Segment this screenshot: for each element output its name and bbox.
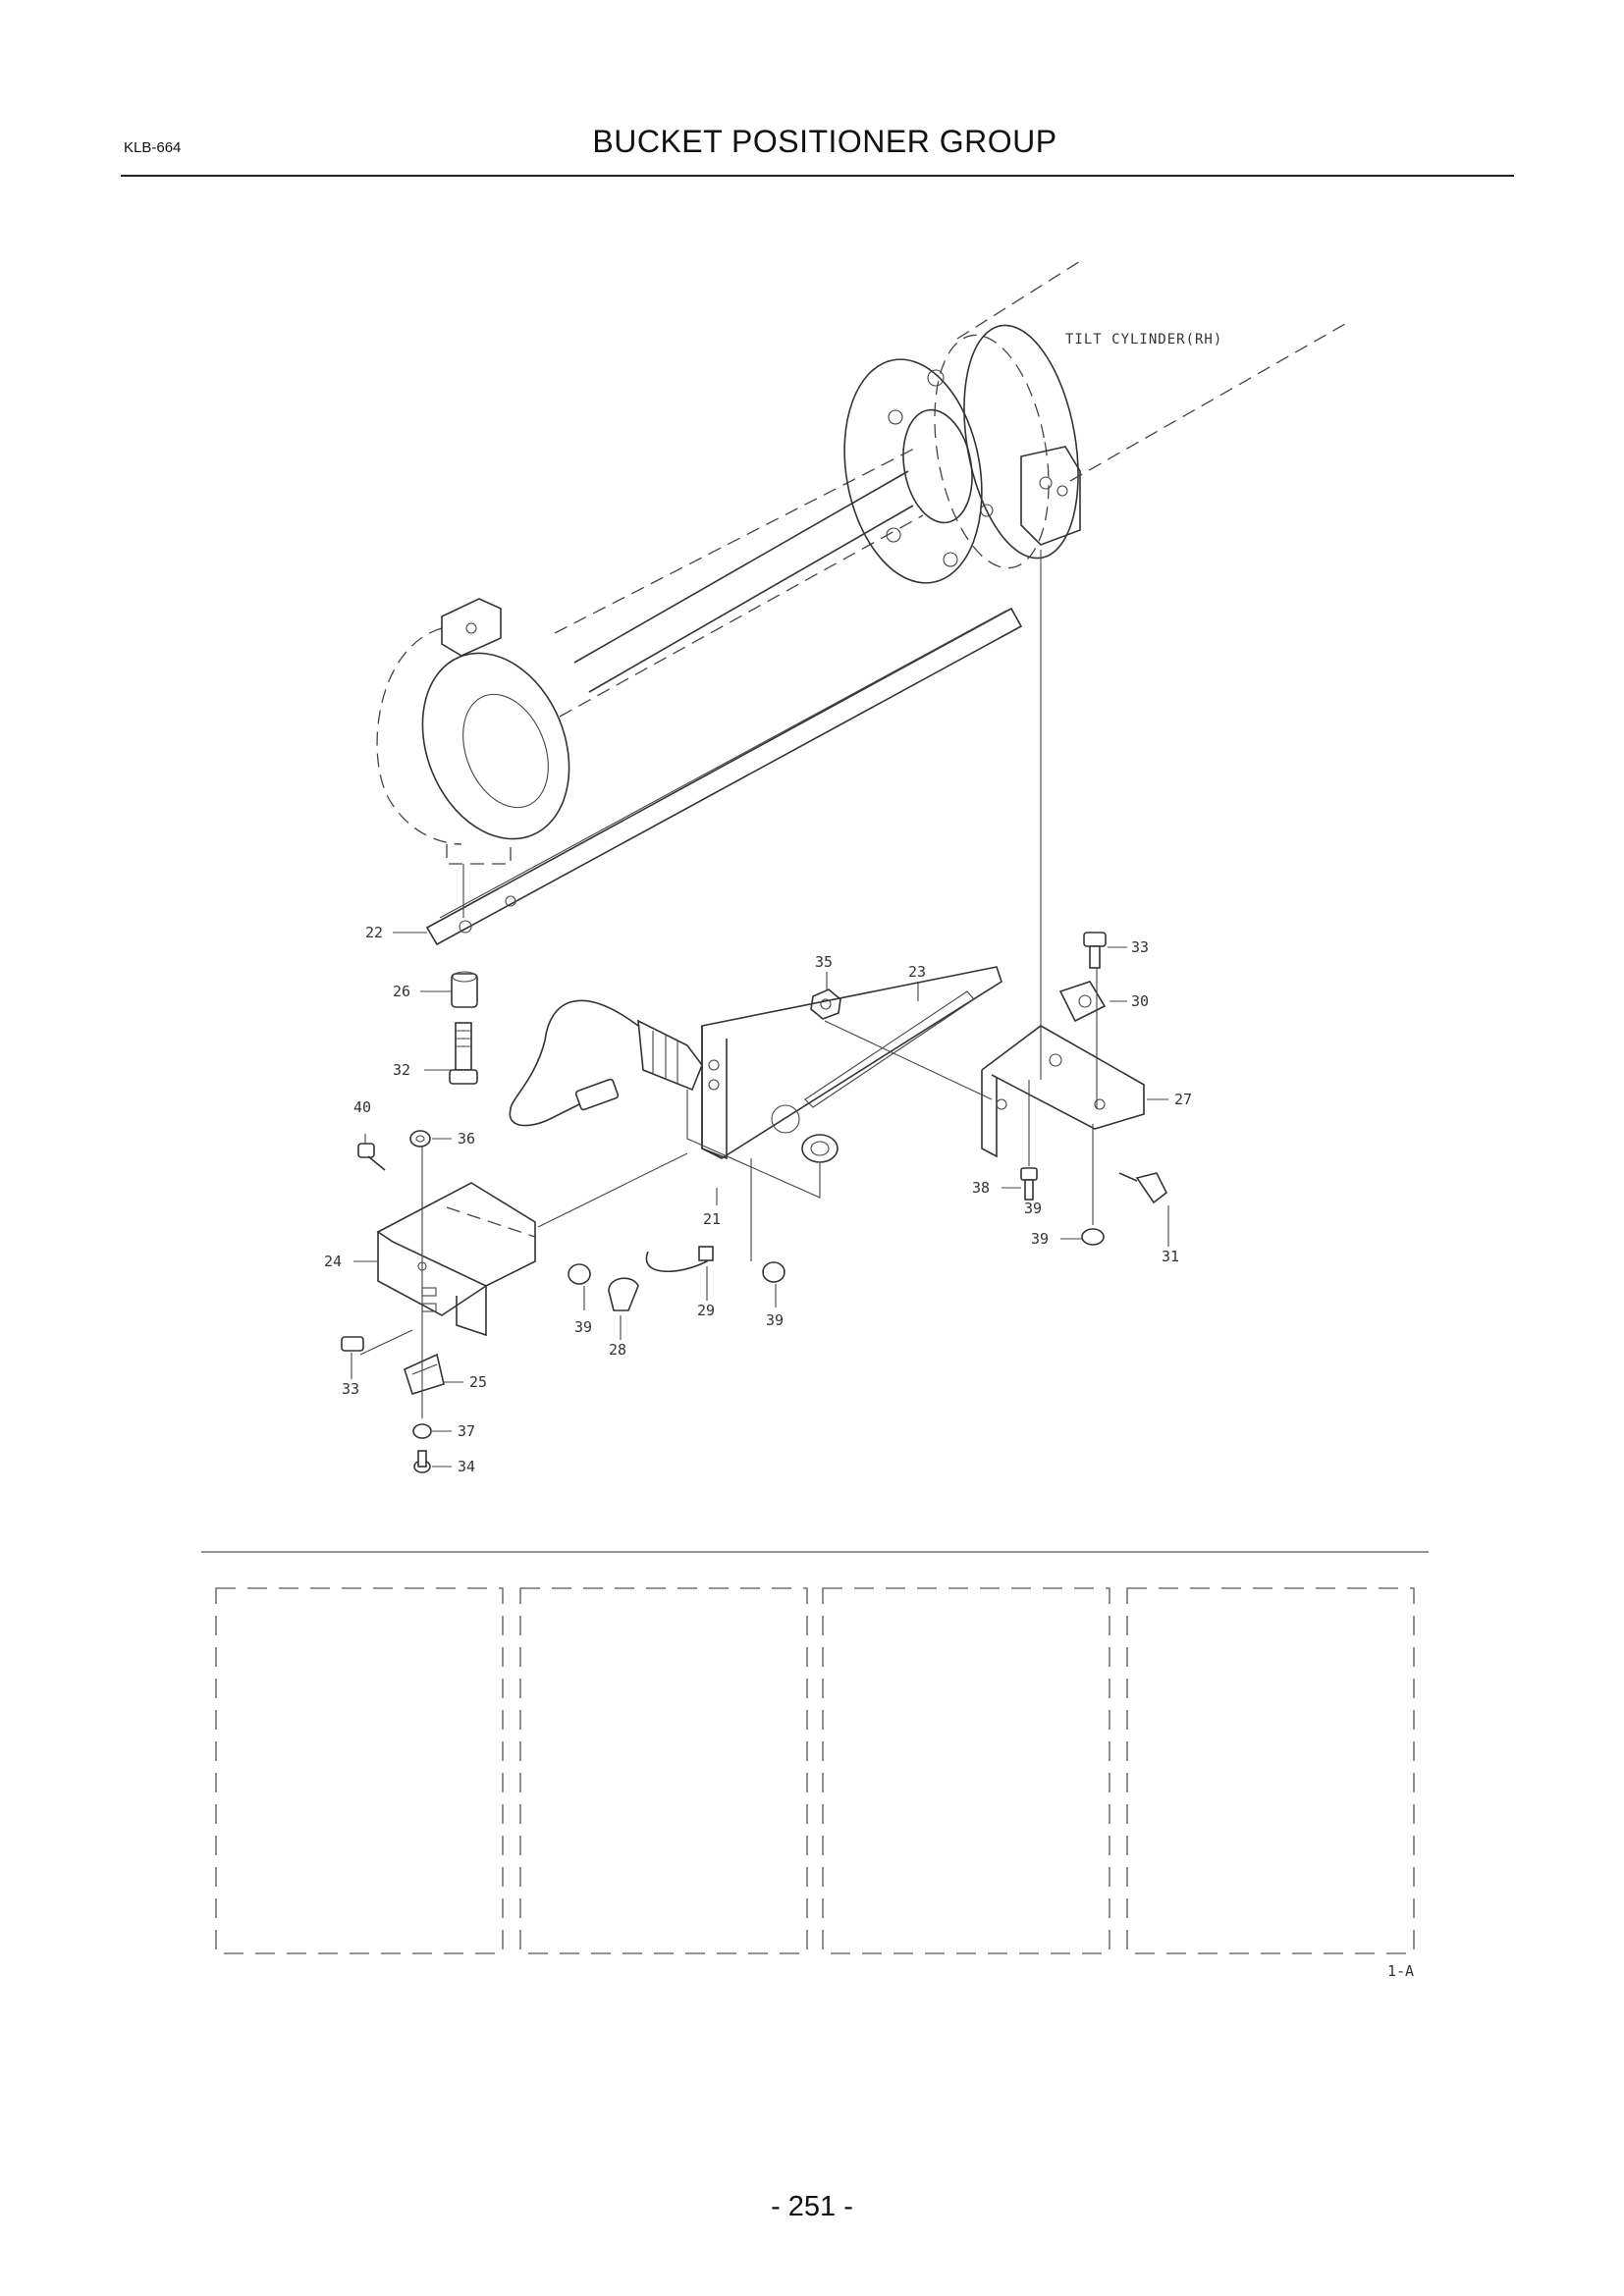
tilt-cylinder — [376, 257, 1346, 1080]
callout-33-lower: 33 — [342, 1380, 359, 1398]
callout-32: 32 — [393, 1061, 410, 1079]
callout-22: 22 — [365, 924, 383, 941]
callout-36: 36 — [458, 1130, 475, 1148]
callout-26: 26 — [393, 983, 410, 1000]
callout-30: 30 — [1131, 992, 1149, 1010]
proximity-sensor — [509, 999, 703, 1127]
part-24-cover — [376, 1152, 688, 1337]
page-number: - 251 - — [771, 2191, 853, 2222]
callout-27: 27 — [1174, 1091, 1192, 1108]
callout-39-right: 39 — [1031, 1230, 1049, 1248]
callout-37: 37 — [458, 1422, 475, 1440]
blank-box-4 — [1126, 1587, 1415, 1954]
callout-21: 21 — [703, 1210, 721, 1228]
callout-31: 31 — [1162, 1248, 1179, 1265]
callout-labels: 21 22 23 24 25 26 27 28 29 30 31 32 33 3… — [324, 924, 1192, 1475]
page-title: BUCKET POSITIONER GROUP — [592, 124, 1057, 159]
callout-34: 34 — [458, 1458, 475, 1475]
blank-box-3 — [822, 1587, 1110, 1954]
callout-28: 28 — [609, 1341, 626, 1359]
part-25-clip — [404, 1353, 445, 1396]
callout-38: 38 — [972, 1179, 990, 1197]
callout-40: 40 — [353, 1098, 371, 1116]
part-26-spacer — [451, 971, 478, 1008]
callout-29: 29 — [697, 1302, 715, 1319]
callout-25: 25 — [469, 1373, 487, 1391]
callout-39-left: 39 — [574, 1318, 592, 1336]
blank-box-1 — [215, 1587, 504, 1954]
blank-box-2 — [519, 1587, 808, 1954]
callout-33-upper: 33 — [1131, 938, 1149, 956]
callout-leaders — [351, 932, 1169, 1468]
part-27-bracket — [981, 1025, 1145, 1158]
callout-35: 35 — [815, 953, 833, 971]
assembly-note-tilt-cylinder: TILT CYLINDER(RH) — [1065, 332, 1222, 347]
assembly-lines — [359, 968, 1098, 1418]
part-23-bracket — [701, 966, 1002, 1160]
part-32-bolt — [449, 1022, 478, 1085]
callout-39-center: 39 — [766, 1311, 784, 1329]
callout-23: 23 — [908, 963, 926, 981]
part-22-bar — [425, 607, 1023, 946]
callout-24: 24 — [324, 1253, 342, 1270]
small-hardware — [341, 932, 1168, 1473]
callout-39-bracket: 39 — [1024, 1200, 1042, 1217]
document-code: KLB-664 — [124, 139, 182, 156]
title-rule — [121, 175, 1514, 177]
reference-tag: 1-A — [1387, 1962, 1414, 1980]
